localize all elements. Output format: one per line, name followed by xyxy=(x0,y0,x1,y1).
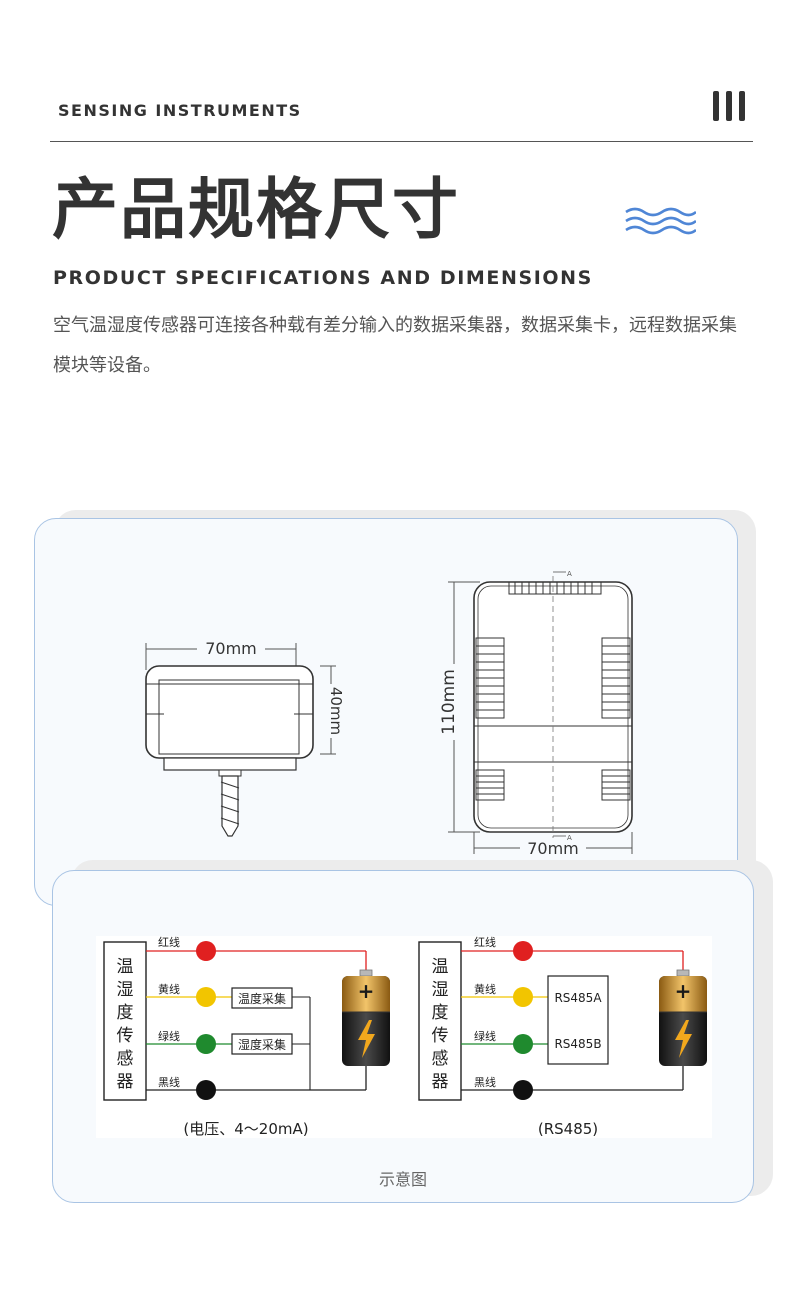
temperature-collect-box: 温度采集 xyxy=(238,991,286,1006)
sensor-label-char: 温 xyxy=(432,957,449,977)
sensor-label-char: 器 xyxy=(117,1072,134,1092)
sensor-label-char: 感 xyxy=(432,1049,449,1069)
wire-label-green: 绿线 xyxy=(158,1029,180,1043)
battery-plus-label: + xyxy=(358,979,375,1003)
sensor-label-char: 器 xyxy=(432,1072,449,1092)
side-width-label: 70mm xyxy=(205,639,257,658)
side-height-label: 40mm xyxy=(327,687,345,735)
humidity-collect-box: 湿度采集 xyxy=(238,1037,286,1052)
rs485-caption: (RS485) xyxy=(538,1120,598,1138)
terminal-red xyxy=(196,941,216,961)
sensor-box xyxy=(103,941,147,1101)
wire-label-yellow: 黄线 xyxy=(158,982,180,996)
wiring-diagram-panel xyxy=(96,936,712,1138)
terminal-black xyxy=(513,1080,533,1100)
sensor-side-view xyxy=(145,665,314,837)
terminal-green xyxy=(513,1034,533,1054)
battery-icon: + xyxy=(659,969,707,1066)
page-subtitle: PRODUCT SPECIFICATIONS AND DIMENSIONS xyxy=(53,267,593,289)
terminal-black xyxy=(196,1080,216,1100)
product-description: 空气温湿度传感器可连接各种载有差分输入的数据采集器，数据采集卡，远程数据采集模块… xyxy=(53,315,737,376)
sensor-label-char: 湿 xyxy=(117,980,134,1000)
terminal-red xyxy=(513,941,533,961)
rs485-wiring-diagram: 温 湿 度 传 感 器 红线 黄线 绿线 黑线 RS485A RS485B xyxy=(418,936,707,1138)
analog-caption: (电压、4～20mA) xyxy=(183,1120,308,1138)
brand-label: SENSING INSTRUMENTS xyxy=(58,101,302,120)
page-title: 产品规格尺寸 xyxy=(52,171,460,248)
sensor-box xyxy=(418,941,462,1101)
rs485b-label: RS485B xyxy=(554,1037,601,1051)
wiring-diagrams: 温 湿 度 传 感 器 红线 黄线 绿线 黑线 温度采集 xyxy=(103,936,707,1138)
front-width-label: 70mm xyxy=(527,839,579,858)
sensor-front-view: A A xyxy=(473,570,633,842)
battery-plus-label: + xyxy=(675,979,692,1003)
battery-icon: + xyxy=(342,969,390,1066)
header-divider xyxy=(50,141,753,142)
sensor-label-char: 感 xyxy=(117,1049,134,1069)
sensor-label-char: 温 xyxy=(117,957,134,977)
terminal-yellow xyxy=(196,987,216,1007)
sensor-label-char: 湿 xyxy=(432,980,449,1000)
sensor-label-char: 传 xyxy=(117,1026,134,1046)
wire-label-red: 红线 xyxy=(158,936,180,949)
wire-label-black: 黑线 xyxy=(474,1075,496,1089)
front-height-label: 110mm xyxy=(439,669,459,735)
schematic-caption: 示意图 xyxy=(378,1170,427,1189)
bars-icon xyxy=(713,91,745,121)
section-mark-bottom: A xyxy=(567,834,572,842)
rs485a-label: RS485A xyxy=(554,991,602,1005)
wire-label-green: 绿线 xyxy=(474,1029,496,1043)
sensor-label-char: 度 xyxy=(432,1003,449,1023)
wave-icon xyxy=(625,207,696,235)
wire-label-yellow: 黄线 xyxy=(474,982,496,996)
section-mark-top: A xyxy=(567,570,572,578)
dimension-drawing: 70mm 40mm 110mm 70mm A A xyxy=(145,570,633,858)
terminal-green xyxy=(196,1034,216,1054)
wire-label-red: 红线 xyxy=(474,936,496,949)
analog-wiring-diagram: 温 湿 度 传 感 器 红线 黄线 绿线 黑线 温度采集 xyxy=(103,936,390,1138)
wire-label-black: 黑线 xyxy=(158,1075,180,1089)
rs485-module-box xyxy=(547,975,609,1065)
sensor-label-char: 度 xyxy=(117,1003,134,1023)
terminal-yellow xyxy=(513,987,533,1007)
sensor-label-char: 传 xyxy=(432,1026,449,1046)
